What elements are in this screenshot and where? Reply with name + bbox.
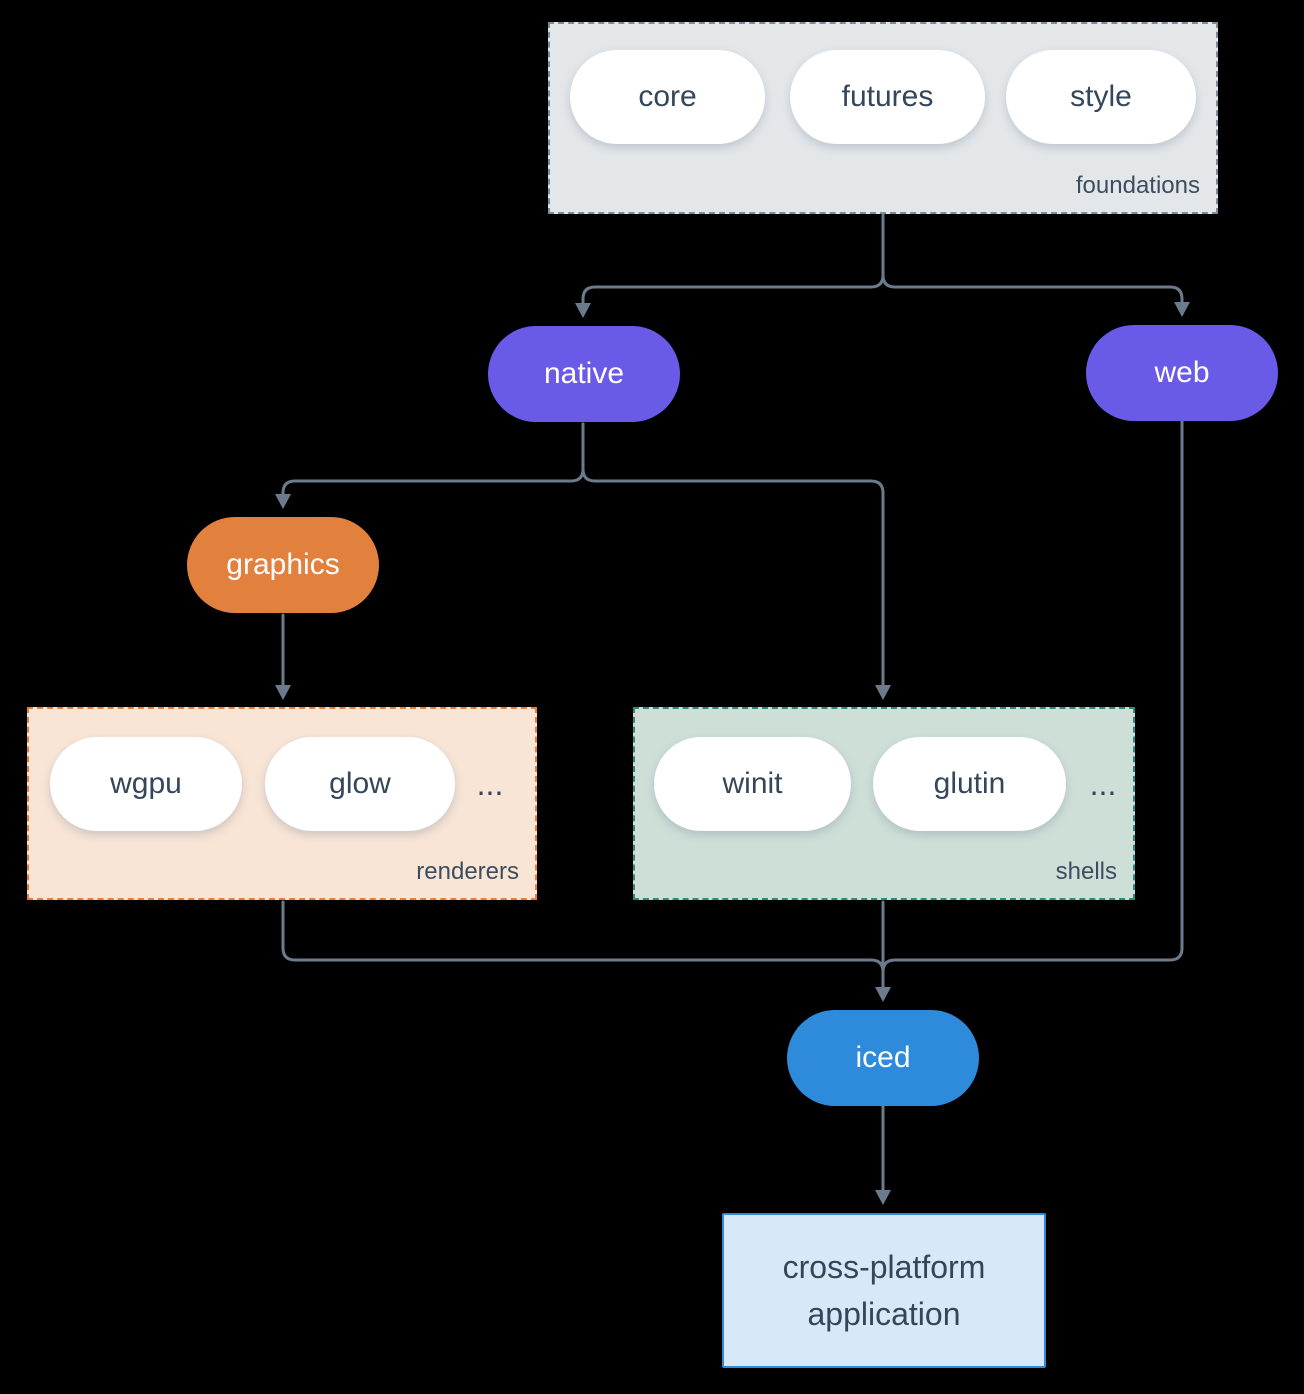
node-core: core [570, 50, 765, 144]
foundations-label: foundations [1075, 172, 1200, 199]
node-wgpu: wgpu [50, 737, 242, 831]
node-glutin: glutin [873, 737, 1066, 831]
edge-native-shells [581, 422, 885, 687]
arrowhead-iced [875, 987, 891, 1002]
renderers-ellipsis: ... [476, 765, 504, 802]
edge-foundations-web [881, 213, 1184, 304]
node-style: style [1006, 50, 1196, 144]
shells-ellipsis: ... [1089, 765, 1117, 802]
node-winit: winit [654, 737, 851, 831]
node-native: native [488, 326, 680, 422]
node-futures: futures [790, 50, 985, 144]
arrowhead-native [575, 303, 591, 318]
node-glow: glow [265, 737, 455, 831]
node-iced: iced [787, 1010, 979, 1106]
edge-web-iced [881, 419, 1184, 989]
renderers-label: renderers [416, 858, 519, 885]
arrowhead-application [875, 1190, 891, 1205]
shells-label: shells [1055, 858, 1117, 885]
arrowhead-graphics [275, 494, 291, 509]
node-graphics: graphics [187, 517, 379, 613]
edge-foundations-native [581, 213, 885, 305]
edge-native-graphics [281, 422, 585, 496]
arrowhead-shells [875, 685, 891, 700]
edge-renderers-iced [281, 900, 885, 989]
arrowhead-web [1174, 302, 1190, 317]
arrowhead-renderers [275, 685, 291, 700]
node-cross-platform-application: cross-platform application [722, 1213, 1046, 1368]
node-web: web [1086, 325, 1278, 421]
